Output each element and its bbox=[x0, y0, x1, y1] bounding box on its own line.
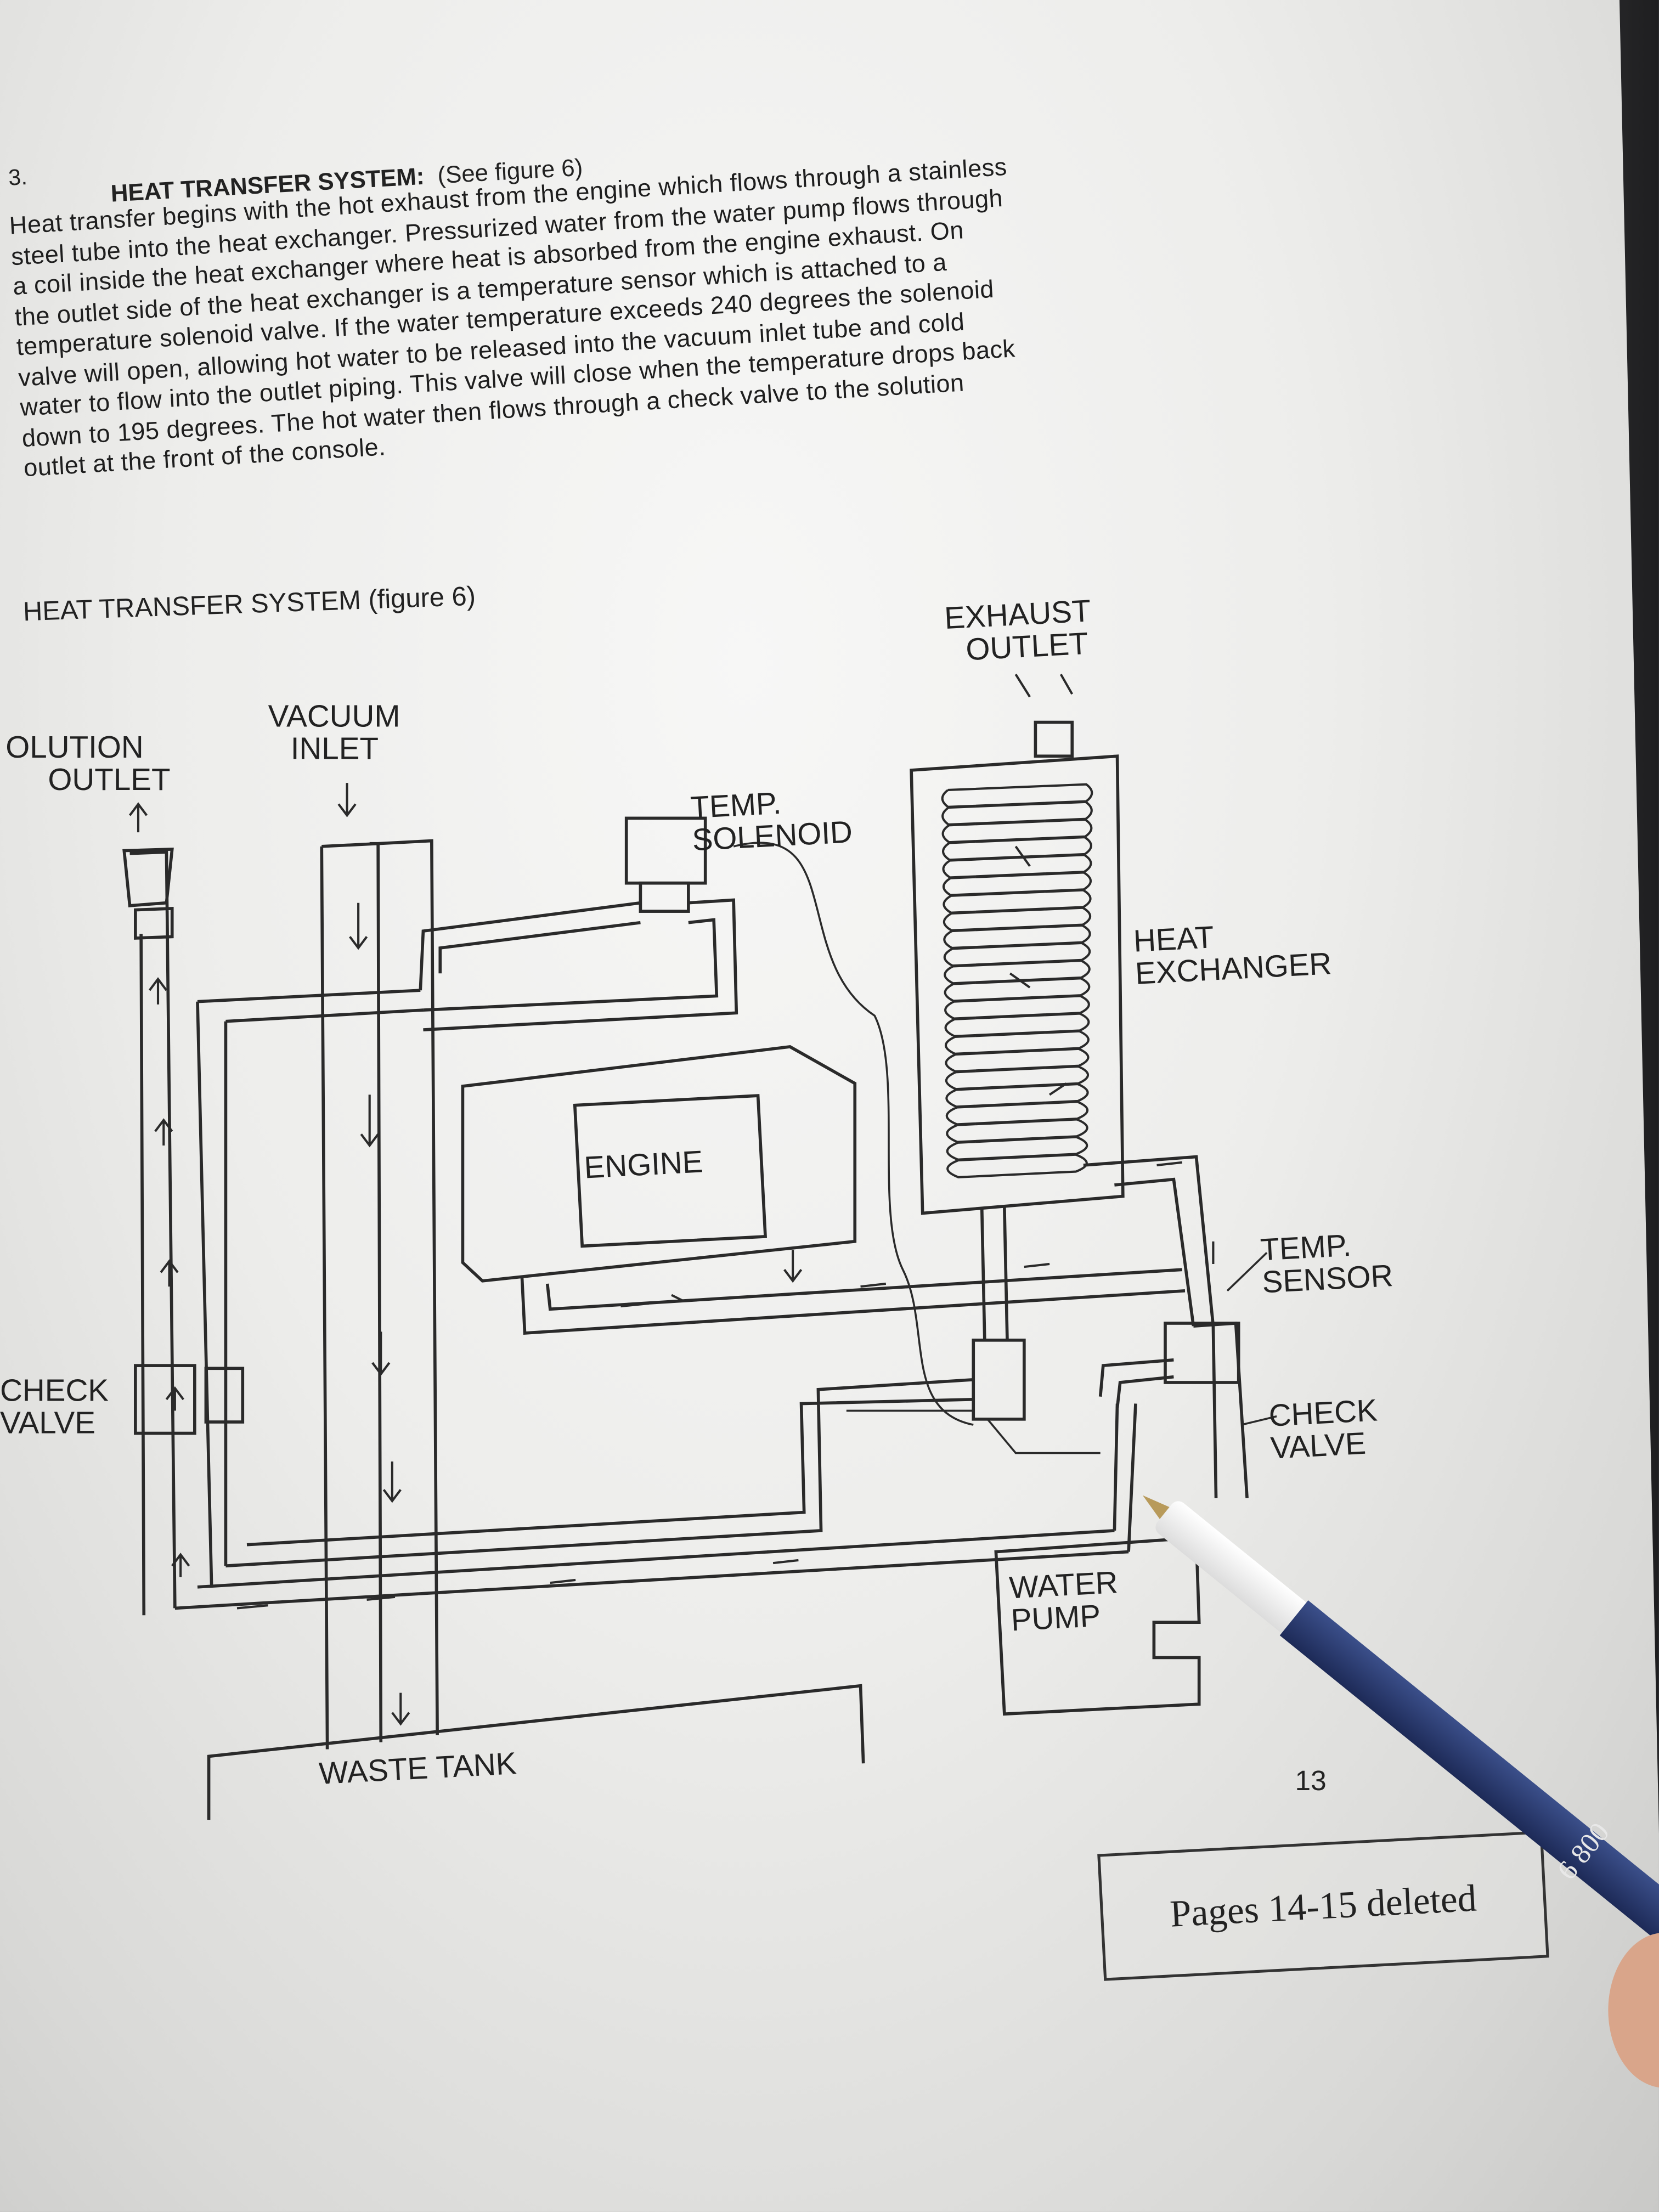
solenoid-valve-lower bbox=[972, 1339, 1026, 1421]
temp-solenoid-base bbox=[639, 881, 690, 913]
engine-block bbox=[461, 1045, 857, 1283]
solution-outlet-tube bbox=[122, 848, 177, 1616]
sensor-pipe bbox=[1083, 1155, 1249, 1499]
label-line: INLET bbox=[290, 730, 379, 766]
wiring bbox=[846, 1409, 1101, 1454]
label-engine: ENGINE bbox=[583, 1143, 704, 1186]
label-line: CHECK bbox=[0, 1372, 109, 1408]
label-line: SENSOR bbox=[1261, 1257, 1394, 1300]
sensor-wire bbox=[733, 842, 974, 1426]
deleted-pages-stamp: Pages 14-15 deleted bbox=[1097, 1831, 1549, 1981]
label-line: OUTLET bbox=[964, 625, 1090, 668]
vacuum-inlet-tube bbox=[320, 839, 439, 1750]
leader-lines bbox=[1226, 1252, 1277, 1426]
label-line: PUMP bbox=[1010, 1598, 1102, 1638]
page-number: 13 bbox=[1295, 1766, 1327, 1797]
label-line: VALVE bbox=[1269, 1425, 1367, 1466]
sensor-branch bbox=[1098, 1358, 1174, 1408]
temp-sensor-shape bbox=[1164, 1322, 1240, 1384]
exhaust-outlet-stack bbox=[1034, 720, 1074, 758]
return-pipe bbox=[174, 1403, 1137, 1610]
label-temp-sensor: TEMP.SENSOR bbox=[1260, 1227, 1394, 1300]
coil-lines bbox=[941, 783, 1093, 1178]
label-line: VALVE bbox=[0, 1405, 96, 1441]
exhaust-arrows bbox=[1014, 674, 1074, 698]
label-line: SOLENOID bbox=[691, 814, 854, 858]
label-line: OUTLET bbox=[48, 761, 171, 797]
engine-box bbox=[573, 1094, 768, 1248]
label-line: OLUTION bbox=[5, 729, 144, 765]
water-pump-shape bbox=[994, 1536, 1201, 1716]
waste-tank-shape bbox=[207, 1684, 865, 1820]
label-line: WATER bbox=[1008, 1564, 1119, 1606]
flow-arrows bbox=[128, 783, 1215, 1726]
check-valve-left-shape bbox=[134, 1364, 196, 1435]
heat-exchanger-shell bbox=[910, 754, 1125, 1215]
exchanger-outlet-pipe bbox=[980, 1207, 1009, 1340]
label-temp-solenoid: TEMP.SOLENOID bbox=[690, 783, 854, 858]
exhaust-pipe bbox=[520, 1268, 1186, 1335]
solenoid-pipe bbox=[419, 898, 738, 1031]
outlet-pipe bbox=[196, 989, 424, 1587]
cold-water-pipe bbox=[225, 1378, 974, 1568]
label-line: VACUUM bbox=[268, 698, 400, 734]
